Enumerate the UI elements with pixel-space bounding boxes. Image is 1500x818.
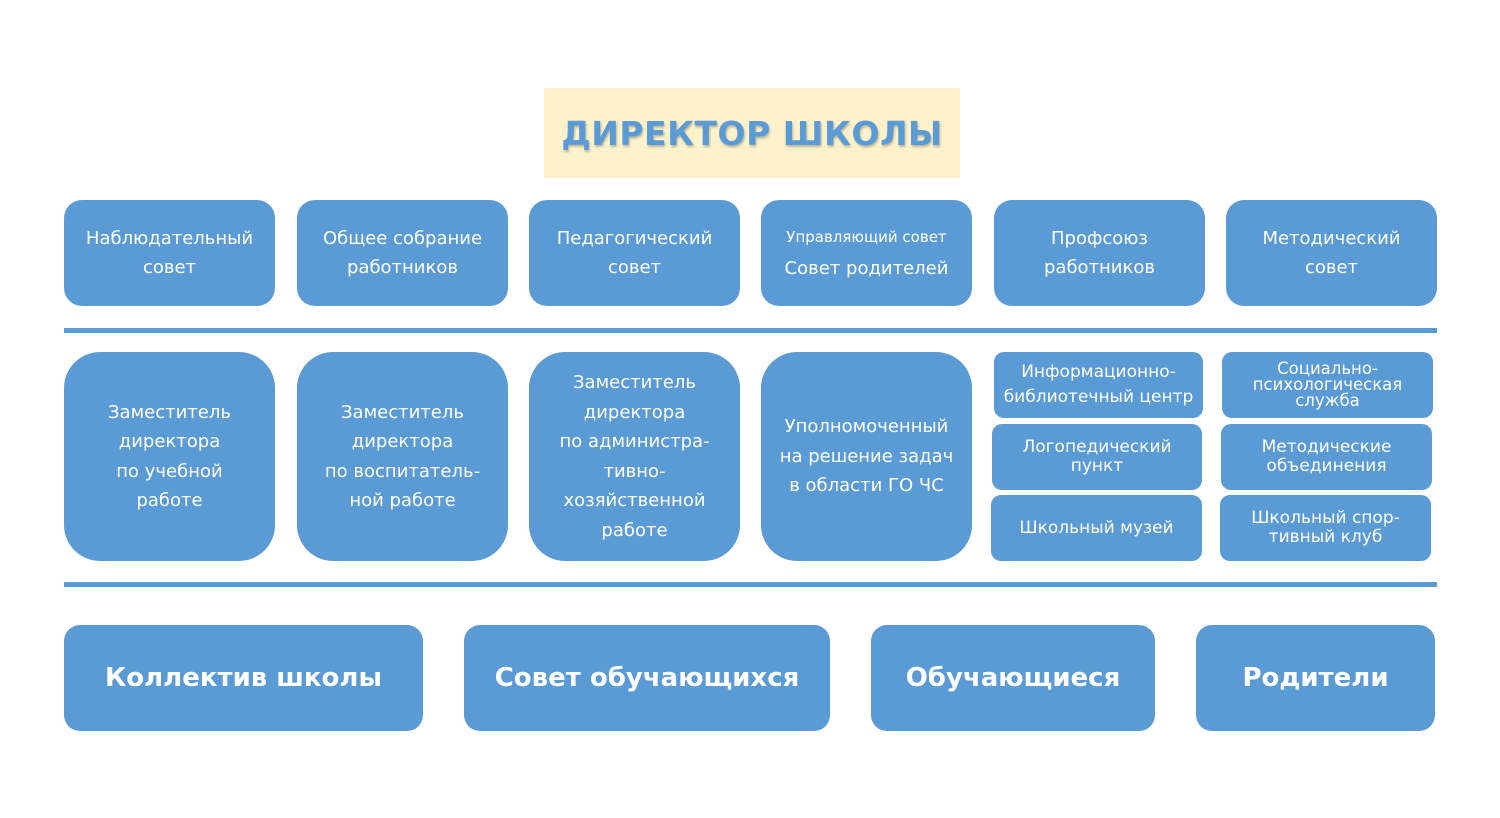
general-meeting-box: Общее собрание работников — [297, 200, 508, 306]
deputy-educational-line-3: по воспитатель- — [324, 460, 481, 482]
school-staff-box: Коллектив школы — [64, 625, 423, 731]
divider-bottom — [64, 582, 1437, 587]
deputy-admin-line-2: директора — [583, 401, 686, 423]
sports-club-line-2: тивный клуб — [1268, 527, 1383, 547]
parents-label: Родители — [1242, 663, 1389, 693]
deputy-academic-line-1: Заместитель — [108, 401, 231, 423]
deputy-academic-line-2: директора — [118, 431, 221, 452]
deputy-admin-box: Заместитель директора по администра- тив… — [529, 352, 740, 561]
library-center-box: Информационно- библиотечный центр — [994, 352, 1203, 418]
methodical-council-line-2: совет — [1304, 257, 1359, 278]
psychological-service-line-3: служба — [1295, 391, 1360, 410]
divider-top — [64, 328, 1437, 333]
deputy-educational-box: Заместитель директора по воспитатель- но… — [297, 352, 508, 561]
students-label: Обучающиеся — [905, 663, 1121, 693]
methodical-council-box: Методический совет — [1226, 200, 1437, 306]
sports-club-line-1: Школьный спор- — [1251, 508, 1400, 528]
library-center-line-2: библиотечный центр — [1003, 387, 1194, 407]
parents-council-label: Совет родителей — [784, 258, 949, 279]
school-museum-box: Школьный музей — [991, 495, 1202, 561]
pedagogical-council-line-1: Педагогический — [556, 228, 713, 249]
general-meeting-line-2: работников — [346, 257, 458, 278]
student-council-label: Совет обучающихся — [494, 663, 800, 693]
methodical-associations-line-2: объединения — [1266, 456, 1387, 476]
pedagogical-council-box: Педагогический совет — [529, 200, 740, 306]
psychological-service-box: Социально- психологическая служба — [1222, 352, 1433, 418]
deputy-admin-line-3: по администра- — [559, 431, 710, 452]
civil-defense-line-3: в области ГО ЧС — [789, 475, 944, 497]
supervisory-board-line-1: Наблюдательный — [85, 228, 254, 249]
methodical-council-line-1: Методический — [1262, 228, 1401, 249]
parents-box: Родители — [1196, 625, 1435, 731]
deputy-admin-line-6: работе — [601, 519, 668, 541]
governing-council-box: Управляющий совет Совет родителей — [761, 200, 972, 306]
general-meeting-line-1: Общее собрание — [322, 228, 483, 249]
civil-defense-officer-box: Уполномоченный на решение задач в област… — [761, 352, 972, 561]
supervisory-board-box: Наблюдательный совет — [64, 200, 275, 306]
deputy-academic-line-3: по учебной — [116, 460, 223, 482]
deputy-academic-line-4: работе — [136, 490, 203, 511]
students-box: Обучающиеся — [871, 625, 1155, 731]
speech-therapy-line-2: пункт — [1070, 456, 1124, 476]
civil-defense-line-2: на решение задач — [779, 445, 954, 467]
speech-therapy-box: Логопедический пункт — [992, 424, 1202, 490]
governing-council-label: Управляющий совет — [786, 228, 947, 246]
psychological-service-line-2: психологическая — [1252, 375, 1403, 394]
deputy-academic-box: Заместитель директора по учебной работе — [64, 352, 275, 561]
deputy-admin-line-5: хозяйственной — [563, 490, 706, 511]
deputy-educational-line-2: директора — [351, 431, 454, 452]
speech-therapy-line-1: Логопедический — [1022, 437, 1172, 457]
sports-club-box: Школьный спор- тивный клуб — [1220, 495, 1431, 561]
deputy-admin-line-1: Заместитель — [573, 372, 696, 393]
school-staff-label: Коллектив школы — [105, 663, 382, 693]
school-museum-line-1: Школьный музей — [1019, 517, 1174, 538]
methodical-associations-line-1: Методические — [1261, 437, 1392, 457]
student-council-box: Совет обучающихся — [464, 625, 830, 731]
deputy-admin-line-4: тивно- — [603, 460, 666, 482]
methodical-associations-box: Методические объединения — [1221, 424, 1432, 490]
deputy-educational-line-1: Заместитель — [341, 401, 464, 423]
civil-defense-line-1: Уполномоченный — [784, 416, 949, 438]
director-title: ДИРЕКТОР ШКОЛЫ — [561, 113, 943, 153]
trade-union-line-2: работников — [1043, 257, 1155, 278]
pedagogical-council-line-2: совет — [607, 257, 662, 278]
psychological-service-line-1: Социально- — [1277, 359, 1378, 378]
director-box: ДИРЕКТОР ШКОЛЫ — [544, 88, 960, 178]
trade-union-box: Профсоюз работников — [994, 200, 1205, 306]
trade-union-line-1: Профсоюз — [1050, 228, 1148, 249]
deputy-educational-line-4: ной работе — [349, 490, 456, 511]
library-center-line-1: Информационно- — [1021, 362, 1176, 382]
supervisory-board-line-2: совет — [142, 257, 197, 278]
